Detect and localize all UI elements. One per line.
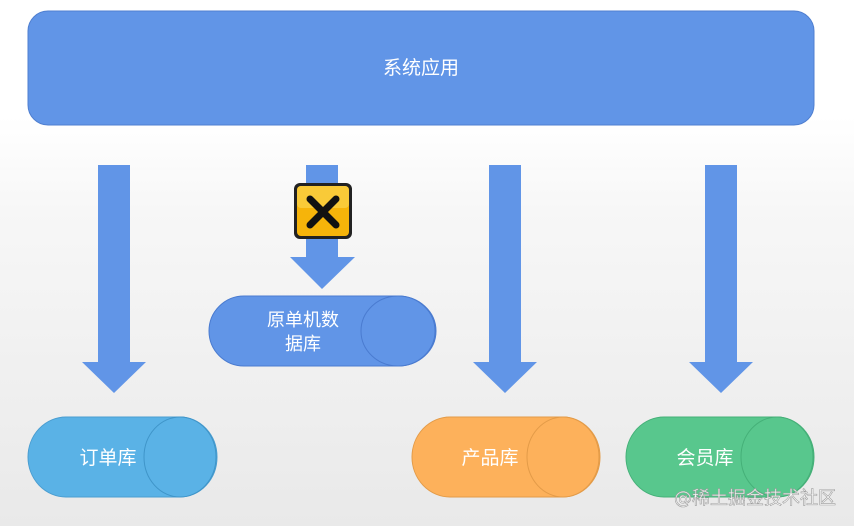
order-db-cylinder: 订单库 bbox=[27, 416, 218, 498]
product-db-label: 产品库 bbox=[461, 447, 518, 469]
system-app-label: 系统应用 bbox=[383, 57, 459, 79]
member-db-label: 会员库 bbox=[676, 447, 733, 469]
arrow-to-member-db bbox=[689, 165, 753, 393]
member-db-cylinder: 会员库 bbox=[625, 416, 815, 498]
watermark-text: @稀土掘金技术社区 bbox=[674, 488, 836, 509]
system-app-box: 系统应用 bbox=[27, 10, 815, 126]
arrow-to-product-db bbox=[473, 165, 537, 393]
original-db-label-line1: 原单机数 bbox=[267, 310, 339, 331]
order-db-label: 订单库 bbox=[79, 447, 136, 469]
product-db-cylinder: 产品库 bbox=[411, 416, 601, 498]
original-db-label-line2: 据库 bbox=[285, 334, 321, 355]
x-warning-icon bbox=[294, 183, 352, 239]
original-db-cylinder: 原单机数 据库 bbox=[208, 295, 437, 367]
arrow-to-order-db bbox=[82, 165, 146, 393]
